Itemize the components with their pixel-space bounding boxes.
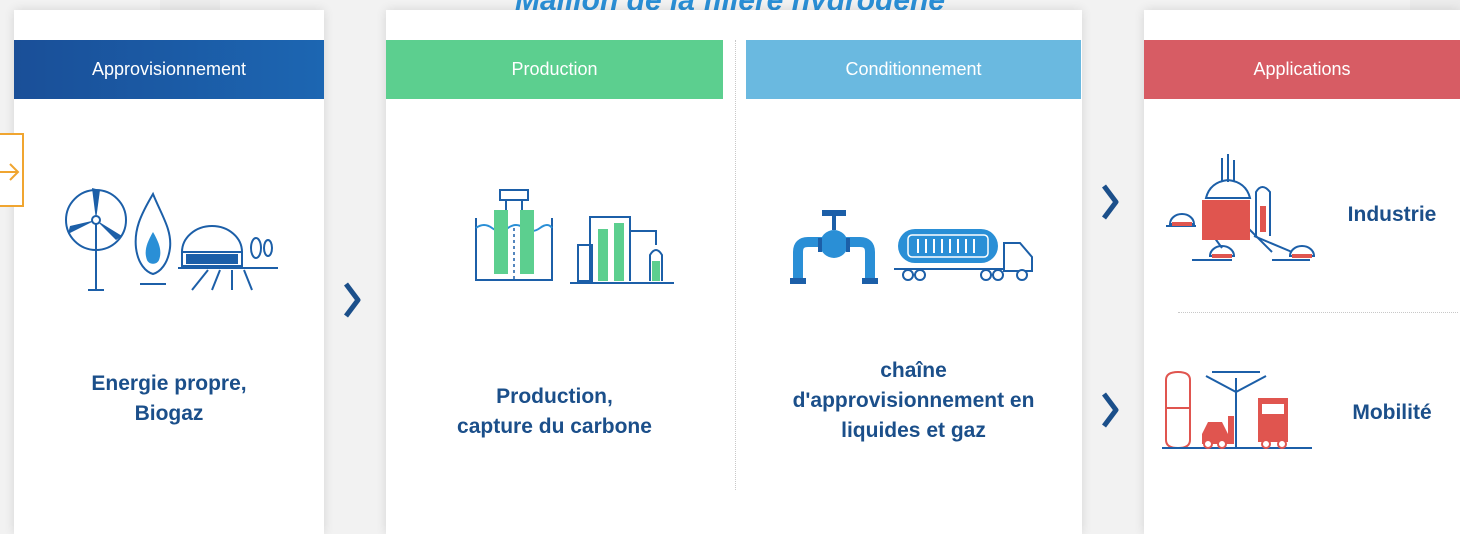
caption-conditionnement: chaîne d'approvisionnement en liquides e…	[746, 356, 1081, 446]
caption-line: Energie propre,	[91, 372, 247, 395]
caption-production: Production, capture du carbone	[386, 382, 723, 442]
arrow-right-icon	[0, 163, 20, 181]
application-label-industrie: Industrie	[1347, 203, 1437, 226]
caption-line: chaîne	[880, 359, 947, 382]
header-production: Production	[386, 40, 723, 99]
tanker-truck-icon	[894, 229, 1033, 281]
header-applications: Applications	[1144, 40, 1460, 99]
wind-turbine-icon	[65, 188, 127, 291]
pipeline-valve-icon	[790, 210, 878, 284]
chevron-right-icon	[1102, 392, 1119, 428]
carbon-capture-icon	[570, 216, 674, 284]
caption-approvisionnement: Energie propre, Biogaz	[14, 369, 324, 429]
electrolyser-icon	[475, 189, 553, 281]
caption-line: liquides et gaz	[841, 419, 986, 442]
mobility-station-icon	[1162, 370, 1312, 450]
chevron-right-icon	[344, 282, 361, 318]
header-label: Applications	[1253, 59, 1351, 79]
industry-plant-icon	[1166, 154, 1316, 261]
flame-icon	[134, 191, 172, 285]
biogas-plant-icon	[178, 225, 278, 291]
header-approvisionnement: Approvisionnement	[14, 40, 324, 99]
applications-divider	[1178, 312, 1458, 313]
header-label: Approvisionnement	[91, 59, 247, 79]
caption-line: capture du carbone	[457, 415, 652, 438]
column-divider	[735, 40, 736, 490]
header-label: Production	[511, 59, 598, 79]
application-label-mobilite: Mobilité	[1352, 401, 1432, 424]
caption-line: Biogaz	[134, 402, 204, 425]
previous-nav-button[interactable]	[0, 133, 24, 207]
header-label: Conditionnement	[845, 59, 982, 79]
chevron-right-icon	[1102, 184, 1119, 220]
header-conditionnement: Conditionnement	[746, 40, 1081, 99]
caption-line: d'approvisionnement en	[792, 389, 1035, 412]
caption-line: Production,	[496, 385, 613, 408]
